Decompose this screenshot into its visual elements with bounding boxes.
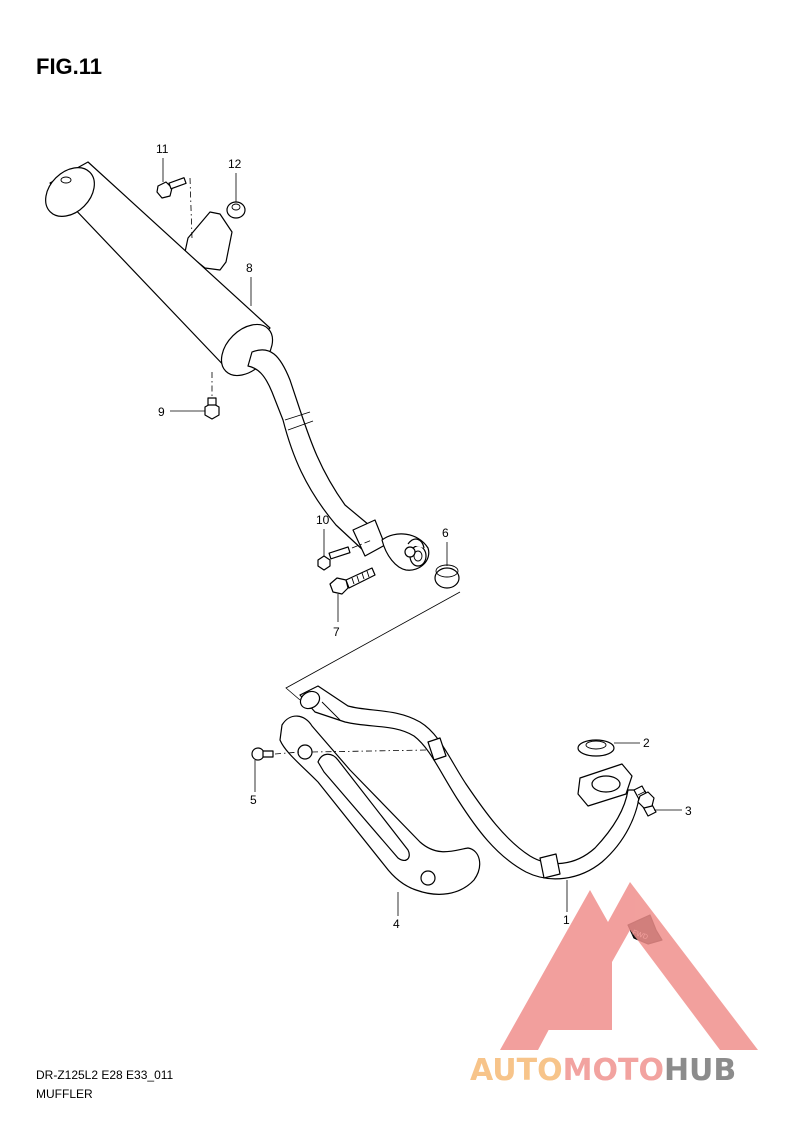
bolt-7 — [329, 567, 376, 595]
watermark-moto: MOTO — [563, 1053, 664, 1088]
exhaust-pipe — [299, 685, 641, 880]
callout-label: 2 — [643, 736, 650, 750]
heat-protector — [279, 715, 481, 895]
muffler — [45, 161, 376, 553]
callout-4: 4 — [393, 892, 400, 931]
callout-8: 8 — [246, 261, 253, 306]
callout-label: 9 — [158, 405, 165, 419]
figure-title: FIG.11 — [36, 54, 102, 79]
bolt-9 — [204, 397, 220, 420]
callout-12: 12 — [228, 157, 242, 202]
callout-label: 4 — [393, 917, 400, 931]
gasket-6 — [434, 564, 460, 589]
callout-label: 6 — [442, 526, 449, 540]
pipe-clamp — [352, 519, 430, 571]
callout-10: 10 — [316, 513, 330, 556]
callout-label: 7 — [333, 625, 340, 639]
stud-bolt-3 — [633, 785, 657, 817]
callout-label: 10 — [316, 513, 330, 527]
callout-label: 5 — [250, 793, 257, 807]
grommet-12 — [226, 201, 246, 219]
callout-5: 5 — [250, 760, 257, 807]
bolt-10 — [317, 546, 351, 571]
callout-label: 12 — [228, 157, 242, 171]
callout-label: 1 — [563, 913, 570, 927]
watermark-auto: AUTO — [470, 1053, 563, 1088]
callout-9: 9 — [158, 405, 205, 419]
watermark-logo — [500, 882, 758, 1050]
screw-5 — [251, 747, 274, 761]
callout-label: 8 — [246, 261, 253, 275]
callout-6: 6 — [442, 526, 449, 566]
callout-label: 3 — [685, 804, 692, 818]
callout-3: 3 — [654, 804, 692, 818]
callout-label: 11 — [156, 142, 169, 156]
callout-11: 11 — [156, 142, 169, 182]
callout-2: 2 — [614, 736, 650, 750]
watermark-text: AUTOMOTOHUB — [470, 1053, 736, 1088]
watermark-hub: HUB — [664, 1053, 736, 1088]
model-code: DR-Z125L2 E28 E33_011 — [36, 1068, 174, 1082]
callout-1: 1 — [563, 880, 570, 927]
bolt-11 — [156, 177, 187, 199]
gasket-2 — [577, 739, 615, 757]
section-name: MUFFLER — [36, 1087, 93, 1101]
callout-7: 7 — [333, 594, 340, 639]
watermark-triangle — [500, 882, 758, 1050]
